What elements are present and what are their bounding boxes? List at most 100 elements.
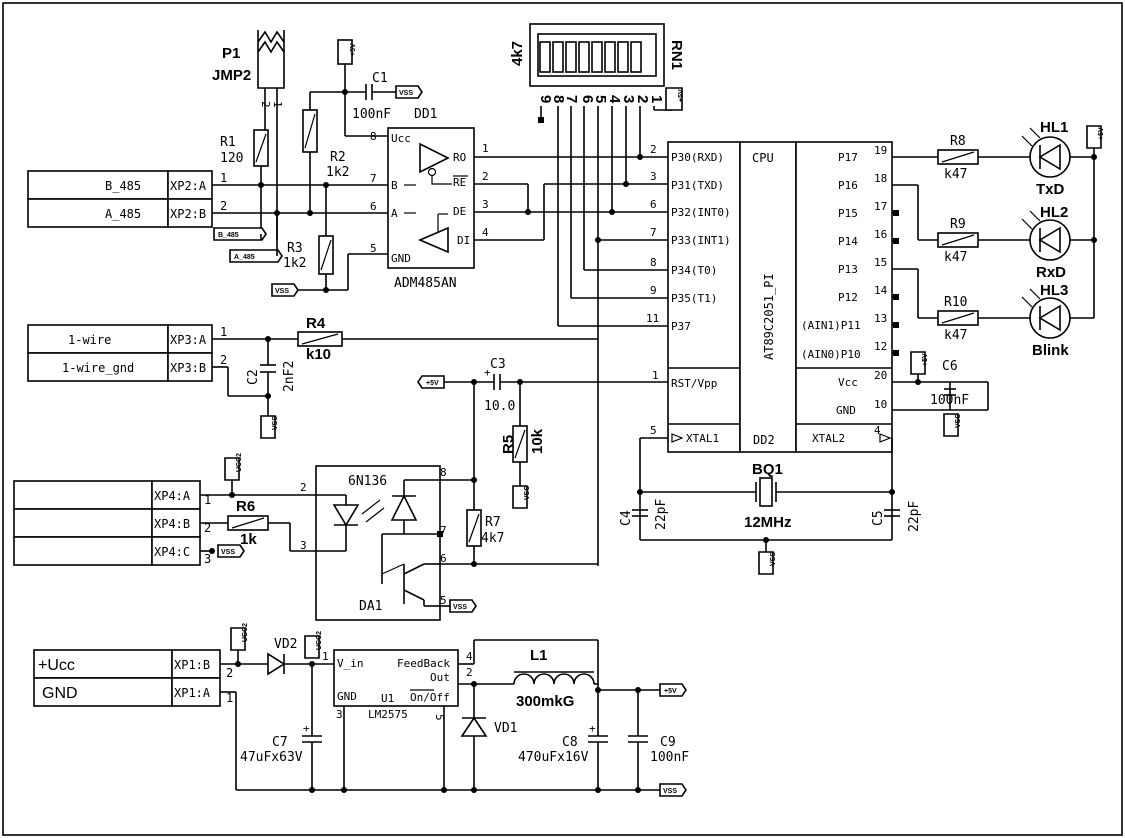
svg-text:+: +: [484, 366, 491, 379]
u1-name: LM2575: [368, 708, 408, 721]
resistor-r6: R6 1k: [227, 498, 269, 548]
dd2-pinnum-2: 2: [650, 143, 657, 156]
dd2-pin-xtal1: XTAL1: [686, 432, 719, 445]
capacitor-c2: C2 2nF2: [246, 339, 297, 416]
dd2-pin-p35: P35(T1): [671, 292, 717, 305]
led-hl3: HL3 Blink: [1021, 282, 1071, 359]
vss-c2-text: VSS: [272, 416, 279, 430]
vss-da1-text: VSS: [453, 604, 467, 611]
dd2-pin-p12: P12: [838, 291, 858, 304]
dd2-pinnum-4: 4: [874, 424, 881, 437]
c3-value: 10.0: [484, 399, 515, 414]
resistor-r3: R3 1k2: [283, 182, 334, 293]
dd1-ro: RO: [453, 151, 466, 164]
dd2-pinnum-20: 20: [874, 369, 887, 382]
rn1-ref: RN1: [668, 40, 685, 70]
c7-value: 47uFx63V: [240, 750, 303, 765]
resistor-r9: R9 k47: [937, 217, 1030, 265]
dd1-pin5: 5: [370, 242, 377, 255]
dd2-pinnum-14: 14: [874, 284, 888, 297]
dd2-pinnum-13: 13: [874, 312, 887, 325]
da1-ref: DA1: [359, 599, 382, 614]
led-hl1: HL1 TxD: [1021, 119, 1071, 198]
capacitor-c9: C9 100nF: [628, 690, 689, 790]
u1-pin4: 4: [466, 650, 473, 663]
resistor-r5: R5 10k: [500, 382, 546, 486]
u1-pin3: 3: [336, 708, 343, 721]
dd2-cpu-label: CPU: [752, 151, 774, 165]
p5v-out-text: +5V: [664, 688, 677, 695]
da1-name: 6N136: [348, 474, 387, 489]
dd2-pin-p32: P32(INT0): [671, 206, 731, 219]
dd2-pin-p13: P13: [838, 263, 858, 276]
c3-ref: C3: [490, 357, 506, 372]
hl3-label: Blink: [1032, 342, 1069, 359]
dd2-pin-p31: P31(TXD): [671, 179, 724, 192]
capacitor-c8: + C8 470uFx16V: [518, 690, 608, 790]
vss-symbol-r3: VSS: [271, 253, 388, 297]
bq1-ref: BQ1: [752, 461, 783, 478]
r3-ref: R3: [287, 241, 303, 256]
r5-ref: R5: [500, 435, 517, 454]
xp3-pin-num-1: 1: [220, 325, 227, 339]
c5-value: 22pF: [907, 501, 922, 532]
dd2-pinnum-1: 1: [652, 369, 659, 382]
rn1-value: 4k7: [509, 41, 526, 66]
da1-pin6: 6: [440, 552, 447, 565]
dd2-pinnum-16: 16: [874, 228, 887, 241]
dd2-pinnum-9: 9: [650, 284, 657, 297]
net-b485-text: B_485: [218, 232, 239, 239]
rn1-pin6: 6: [579, 95, 596, 103]
u1-pin1: 1: [322, 650, 329, 663]
c8-ref: C8: [562, 735, 578, 750]
xp2-pin-a: XP2:A: [170, 179, 207, 193]
l1-ref: L1: [530, 647, 548, 664]
dd1-re: RE: [453, 176, 466, 189]
capacitor-c3: +5V + C3 10.0: [417, 357, 668, 414]
c1-value: 100nF: [352, 107, 391, 122]
dd1-pin4: 4: [482, 226, 489, 239]
dd2-pinnum-10: 10: [874, 398, 887, 411]
r3-value: 1k2: [283, 256, 306, 271]
xp1-a-label: +Ucc: [38, 657, 75, 674]
dd1-name: ADM485AN: [394, 276, 457, 291]
capacitor-c1: +5V VSS C1 100nF: [310, 39, 423, 137]
c6-value: 100nF: [930, 393, 969, 408]
xp4-pin-b: XP4:B: [154, 517, 190, 531]
jumper-name: JMP2: [212, 67, 251, 84]
dd1-b: B: [391, 179, 398, 192]
vss-c6-text: VSS: [955, 414, 962, 428]
resistor-network-rn1: 4k7 RN1 9 8 7 6 5 4 3 2 1 +5V: [509, 23, 685, 566]
r8-ref: R8: [950, 134, 966, 149]
u1-ref: U1: [381, 692, 394, 705]
xp4-pin-c: XP4:C: [154, 545, 190, 559]
capacitor-c4: C4 22pF: [619, 499, 669, 530]
r1-value: 120: [220, 151, 243, 166]
dd1-di: DI: [457, 234, 470, 247]
net-a485-text: A_485: [234, 254, 255, 261]
dd2-pin-gnd: GND: [836, 404, 856, 417]
ic-dd2-at89c2051: CPU AT89C2051_PI DD2 P30(RXD) P31(TXD) P…: [646, 141, 893, 453]
bq1-value: 12MHz: [744, 514, 792, 531]
svg-text:+: +: [303, 722, 310, 735]
vss-c1-text: VSS: [399, 90, 413, 97]
dd2-pinnum-11: 11: [646, 312, 659, 325]
xp3-b-label: 1-wire_gnd: [62, 361, 134, 375]
net-label-a485: A_485: [229, 249, 283, 263]
r10-value: k47: [944, 328, 967, 343]
p5v-led-text: +5V: [1098, 127, 1105, 140]
c4-ref: C4: [619, 510, 634, 526]
xp3-a-label: 1-wire: [68, 333, 111, 347]
dd2-pin-p17: P17: [838, 151, 858, 164]
vss-xtal-text: VSS: [770, 552, 777, 566]
dd1-ucc: Ucc: [391, 132, 411, 145]
xp3-pin-a: XP3:A: [170, 333, 207, 347]
connector-xp3: 1-wire 1-wire_gnd XP3:A XP3:B 1 2: [27, 324, 227, 382]
svg-text:+: +: [589, 722, 596, 735]
ic-dd1-adm485: DD1 ADM485AN Ucc B A GND RO RE DE DI 8 7…: [370, 107, 475, 291]
xp3-pin-num-2: 2: [220, 353, 227, 367]
dd2-pinnum-3: 3: [650, 170, 657, 183]
dd2-pinnum-8: 8: [650, 256, 657, 269]
connector-xp1: +Ucc GND XP1:B XP1:A 2 1: [33, 649, 233, 707]
rn1-pin4: 4: [606, 95, 623, 104]
